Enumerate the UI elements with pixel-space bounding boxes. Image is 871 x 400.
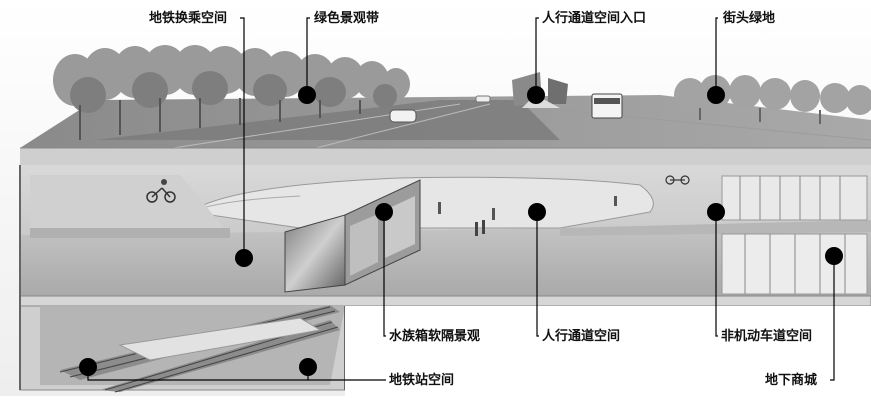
label-ped-space: 人行通道空间 [539, 328, 624, 345]
label-subway-station: 地铁站空间 [386, 372, 458, 389]
ground-level [20, 95, 871, 165]
label-nonmotor: 非机动车道空间 [718, 328, 816, 345]
label-subway-transfer: 地铁换乘空间 [146, 10, 231, 27]
tree-row-right [674, 75, 871, 124]
label-underground-mall: 地下商城 [762, 372, 821, 389]
marker-dots [79, 86, 843, 376]
label-green-belt: 绿色景观带 [311, 10, 383, 27]
label-street-green: 街头绿地 [720, 10, 779, 27]
underground-section [19, 165, 871, 396]
label-aquarium: 水族箱软隔景观 [386, 328, 484, 345]
label-ped-entrance: 人行通道空间入口 [539, 10, 650, 27]
street-objects [389, 72, 623, 123]
